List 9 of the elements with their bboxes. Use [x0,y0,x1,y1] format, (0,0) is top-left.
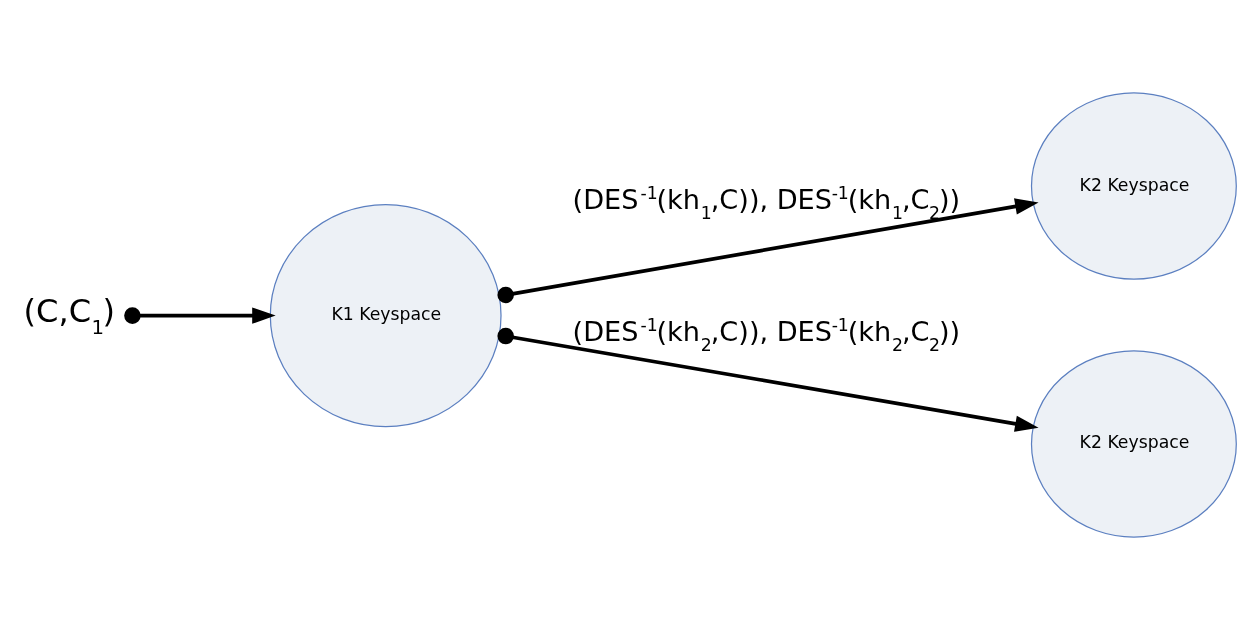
node-circle: K1 Keyspace [269,203,502,428]
node-text: (C,C$_{1}$) [23,292,116,339]
arrow [124,307,276,324]
arrow [497,198,1039,304]
node-circle: K2 Keyspace [1030,350,1237,538]
arrow [497,327,1039,432]
node-circle: K2 Keyspace [1030,92,1237,280]
edge-label: (DES$^{-1}$(kh$_{2}$,C)), DES$^{-1}$(kh$_{2}$,C$_{2}$)) [572,315,961,356]
edge-label: (DES$^{-1}$(kh$_{1}$,C)), DES$^{-1}$(kh$_{1}$,C$_{2}$)) [572,183,961,224]
